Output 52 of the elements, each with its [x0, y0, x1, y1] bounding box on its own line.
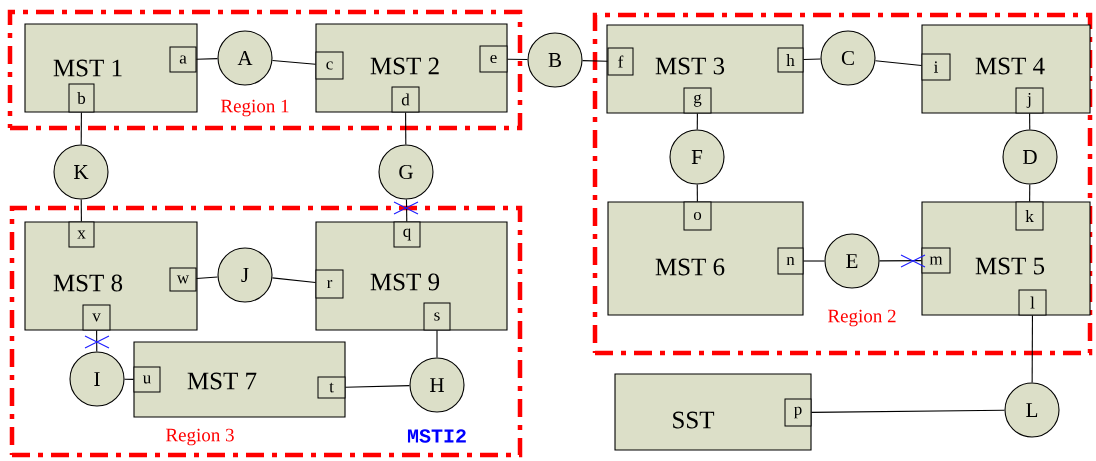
port-box: t — [317, 376, 346, 399]
port-box: g — [683, 87, 712, 114]
link-line — [1031, 314, 1033, 383]
link-line — [582, 60, 609, 62]
link-line — [1029, 112, 1031, 130]
link-line — [436, 329, 438, 358]
port-box: n — [777, 247, 804, 275]
port-box: i — [921, 53, 951, 81]
port-box: h — [777, 47, 804, 73]
port-box: r — [315, 269, 344, 299]
region-label: Region 2 — [828, 309, 896, 327]
port-box: f — [607, 47, 634, 76]
link-line — [696, 112, 698, 130]
link-line — [810, 409, 1005, 413]
port-box: b — [68, 83, 95, 113]
link-line — [80, 199, 82, 223]
port-box: k — [1015, 201, 1044, 231]
link-line — [879, 260, 923, 262]
port-box: v — [82, 304, 111, 331]
port-box: u — [133, 366, 161, 393]
link-line — [506, 58, 528, 61]
link-line — [344, 385, 410, 388]
link-line — [124, 378, 135, 380]
port-box: d — [391, 86, 420, 113]
port-box: c — [315, 51, 344, 80]
link-line — [696, 184, 698, 203]
region-label: Region 3 — [166, 428, 234, 446]
port-box: x — [68, 221, 95, 248]
link-line — [802, 58, 822, 61]
port-box: w — [169, 267, 197, 292]
port-box: j — [1015, 87, 1044, 114]
port-box: p — [784, 398, 812, 427]
link-line — [271, 59, 317, 65]
link-line — [195, 58, 218, 60]
link-line — [802, 260, 825, 262]
region-label: Region 1 — [221, 99, 289, 117]
link-line — [405, 111, 407, 145]
link-line — [195, 276, 219, 280]
link-line — [80, 111, 82, 145]
link-line — [1029, 184, 1031, 203]
instance-label: MSTI2 — [407, 429, 466, 443]
link-line — [271, 277, 317, 284]
port-box: o — [683, 201, 712, 231]
link-line — [405, 199, 408, 223]
port-box: q — [393, 221, 421, 248]
link-line — [874, 60, 923, 67]
port-box: a — [169, 46, 197, 73]
link-line — [96, 329, 98, 352]
port-box: e — [479, 45, 508, 73]
port-box: l — [1018, 289, 1047, 316]
port-box: s — [423, 302, 451, 331]
port-box: m — [921, 247, 951, 274]
